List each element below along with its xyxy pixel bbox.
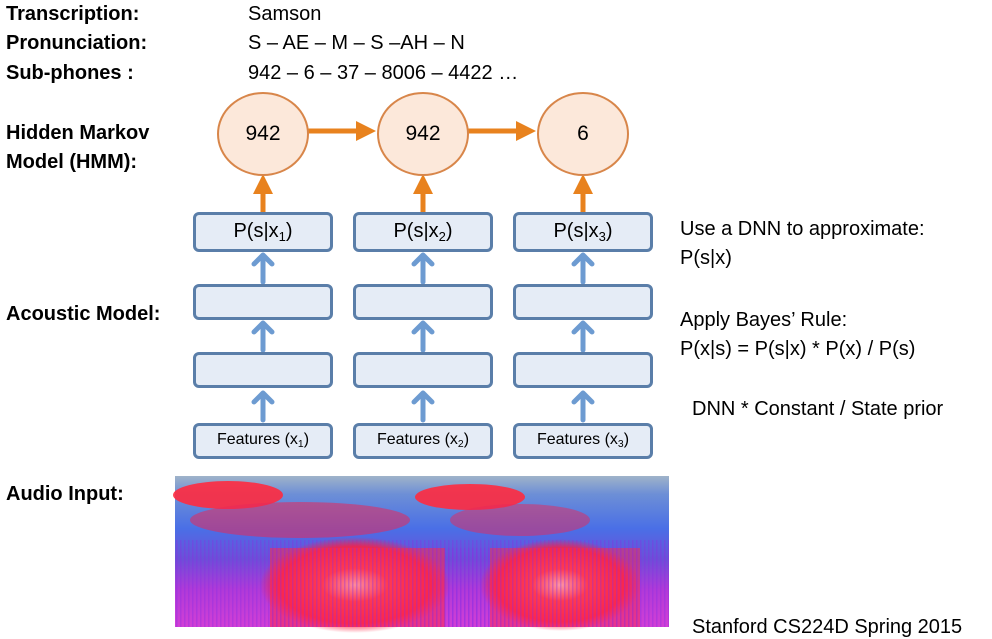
dnn-note-line2: P(s|x) [680, 247, 732, 269]
hidden-layer-box-3a [513, 284, 653, 320]
dnn-arrow-col1-top [251, 252, 275, 285]
subphones-label: Sub-phones : [6, 62, 134, 84]
posterior-label-3: P(s|x3) [553, 220, 613, 244]
dnn-arrow-col1-mid [251, 320, 275, 353]
features-label-1: Features (x1) [216, 431, 310, 451]
spectrogram-image [173, 476, 669, 633]
features-label-3: Features (x3) [536, 431, 630, 451]
posterior-box-2: P(s|x2) [353, 212, 493, 252]
audio-input-label: Audio Input: [6, 483, 124, 505]
hidden-layer-box-2a [353, 284, 493, 320]
dnn-arrow-col3-top [571, 252, 595, 285]
footer-credit: Stanford CS224D Spring 2015 [692, 616, 963, 638]
dnn-arrow-col1-bot [251, 390, 275, 423]
dnn-arrow-col2-mid [411, 320, 435, 353]
hmm-label-line1: Hidden Markov [6, 122, 150, 144]
dnn-arrow-col3-bot [571, 390, 595, 423]
hidden-layer-box-3b [513, 352, 653, 388]
hmm-state-node-1: 942 [217, 92, 309, 176]
features-box-1: Features (x1) [193, 423, 333, 459]
features-label-2: Features (x2) [376, 431, 470, 451]
dnn-arrow-col3-mid [571, 320, 595, 353]
transcription-value: Samson [248, 3, 322, 25]
acoustic-model-label: Acoustic Model: [6, 303, 161, 325]
features-box-3: Features (x3) [513, 423, 653, 459]
posterior-label-1: P(s|x1) [233, 220, 293, 244]
hidden-layer-box-1b [193, 352, 333, 388]
dnn-constant-note: DNN * Constant / State prior [692, 398, 944, 420]
bayes-note-line1: Apply Bayes’ Rule: [680, 309, 848, 331]
hmm-state-node-2: 942 [377, 92, 469, 176]
pronunciation-label: Pronunciation: [6, 32, 148, 54]
posterior-box-3: P(s|x3) [513, 212, 653, 252]
hidden-layer-box-2b [353, 352, 493, 388]
bayes-note-line2: P(x|s) = P(s|x) * P(x) / P(s) [680, 338, 916, 360]
subphones-value: 942 – 6 – 37 – 8006 – 4422 … [248, 62, 519, 84]
dnn-note-line1: Use a DNN to approximate: [680, 218, 925, 240]
hmm-state-node-3: 6 [537, 92, 629, 176]
posterior-label-2: P(s|x2) [393, 220, 453, 244]
transcription-label: Transcription: [6, 3, 140, 25]
dnn-arrow-col2-bot [411, 390, 435, 423]
hmm-label-line2: Model (HMM): [6, 151, 138, 173]
pronunciation-value: S – AE – M – S –AH – N [248, 32, 465, 54]
posterior-box-1: P(s|x1) [193, 212, 333, 252]
features-box-2: Features (x2) [353, 423, 493, 459]
hidden-layer-box-1a [193, 284, 333, 320]
dnn-arrow-col2-top [411, 252, 435, 285]
